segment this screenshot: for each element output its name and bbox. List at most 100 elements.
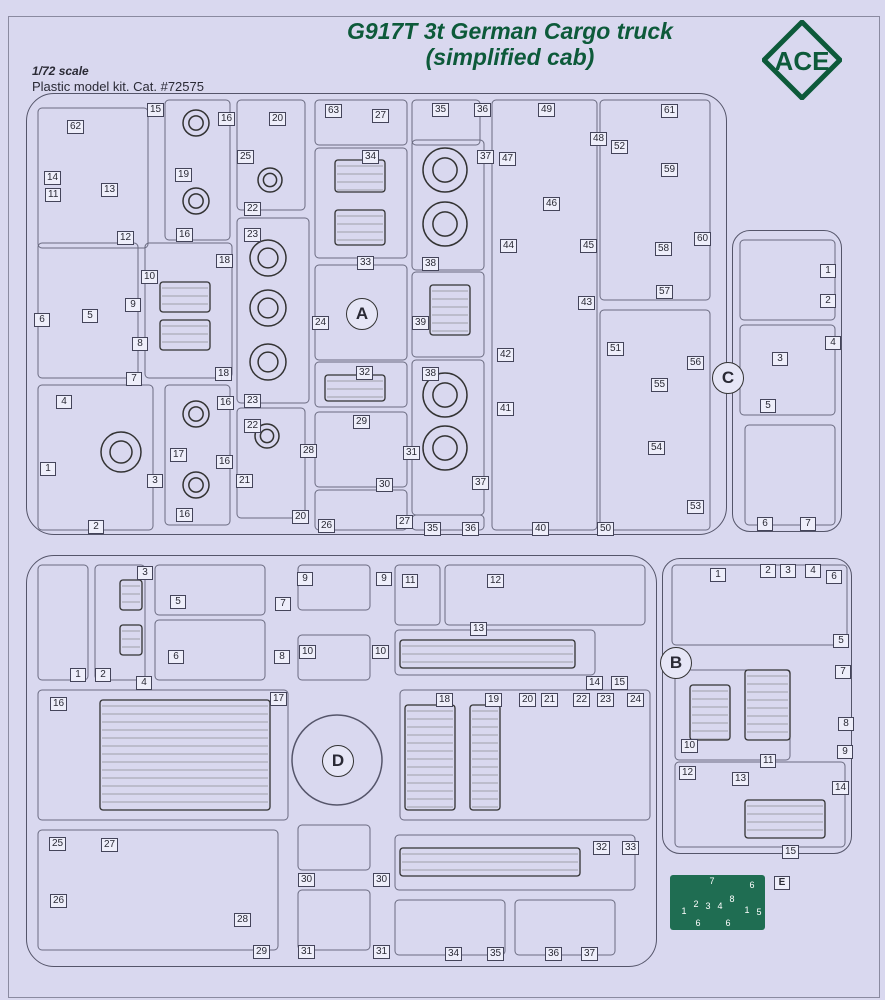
sprue-d-letter: D: [322, 745, 354, 777]
wheel-part: [109, 440, 133, 464]
sprue-cell: [411, 139, 485, 271]
part-number-label: 33: [357, 256, 375, 270]
part-number-label: 16: [50, 697, 68, 711]
scale-label: 1/72 scale: [32, 64, 89, 78]
part-number-label: 20: [269, 112, 287, 126]
part-number-label: 52: [611, 140, 629, 154]
part-number-label: 3: [137, 566, 153, 580]
part-number-label: 10: [372, 645, 390, 659]
part-number-label: 31: [373, 945, 391, 959]
part-number-label: 5: [82, 309, 98, 323]
part-number-label: 30: [376, 478, 394, 492]
part-number-label: 18: [436, 693, 454, 707]
part-number-label: 43: [578, 296, 596, 310]
part-number-label: 2: [820, 294, 836, 308]
sprue-d-hub: [291, 714, 383, 806]
part-number-label: 60: [694, 232, 712, 246]
part-number-label: 1: [710, 568, 726, 582]
part-number-label: 10: [681, 739, 699, 753]
part-number-label: 2: [760, 564, 776, 578]
part-number-label: 16: [218, 112, 236, 126]
sprue-d-frame: [26, 555, 657, 967]
part-number-label: 32: [593, 841, 611, 855]
part-number-label: 8: [132, 337, 148, 351]
part-number-label: 5: [833, 634, 849, 648]
panel-part: [159, 281, 211, 313]
part-number-label: 33: [622, 841, 640, 855]
part-number-label: 25: [237, 150, 255, 164]
part-number-label: 13: [732, 772, 750, 786]
title-line-1: G917T 3t German Cargo truck: [347, 18, 673, 44]
part-number-label: 50: [597, 522, 615, 536]
wheel-part: [254, 423, 280, 449]
part-number-label: 36: [545, 947, 563, 961]
part-number-label: 11: [402, 574, 419, 588]
part-number-label: 13: [470, 622, 488, 636]
sprue-cell: [37, 689, 289, 821]
wheel-part: [249, 239, 287, 277]
part-number-label: 29: [253, 945, 271, 959]
part-number-label: 20: [519, 693, 537, 707]
panel-part: [399, 639, 576, 669]
wheel-part: [432, 157, 458, 183]
panel-part: [99, 699, 271, 811]
part-number-label: 3: [705, 901, 711, 911]
instruction-sheet-border: [8, 16, 880, 998]
part-number-label: 11: [45, 188, 62, 202]
part-number-label: 8: [838, 717, 854, 731]
ace-logo: ACE: [762, 20, 842, 100]
sprue-cell: [314, 489, 408, 531]
part-number-label: 53: [687, 500, 705, 514]
sprue-cell: [599, 99, 711, 301]
panel-part: [469, 704, 501, 811]
part-number-label: 2: [95, 668, 111, 682]
sprue-cell: [394, 629, 596, 676]
wheel-part: [432, 435, 458, 461]
part-number-label: 27: [372, 109, 390, 123]
part-number-label: 3: [772, 352, 788, 366]
part-number-label: 26: [318, 519, 336, 533]
title-line-2: (simplified cab): [425, 44, 595, 70]
sprue-cell: [94, 564, 146, 681]
part-number-label: 27: [396, 515, 414, 529]
part-number-label: 42: [497, 348, 515, 362]
part-number-label: 14: [832, 781, 850, 795]
sprue-cell: [739, 324, 836, 416]
part-number-label: 6: [34, 313, 50, 327]
part-number-label: 7: [126, 372, 142, 386]
sprue-a-frame: [26, 93, 727, 535]
part-number-label: 57: [656, 285, 674, 299]
wheel-part: [432, 382, 458, 408]
part-number-label: 61: [661, 104, 679, 118]
part-number-label: 37: [477, 150, 495, 164]
part-number-label: 1: [681, 906, 687, 916]
part-number-label: 34: [445, 947, 463, 961]
part-number-label: 55: [651, 378, 669, 392]
part-number-label: 2: [88, 520, 104, 534]
part-number-label: 18: [216, 254, 234, 268]
panel-part: [399, 847, 581, 877]
part-number-label: 12: [117, 231, 135, 245]
part-number-label: 15: [611, 676, 629, 690]
part-number-label: 7: [835, 665, 851, 679]
sprue-cell: [297, 634, 371, 681]
part-number-label: 63: [325, 104, 343, 118]
wheel-part: [259, 428, 275, 444]
part-number-label: 25: [49, 837, 67, 851]
part-number-label: 3: [780, 564, 796, 578]
sprue-cell: [444, 564, 646, 626]
part-number-label: 15: [147, 103, 165, 117]
part-number-label: 49: [538, 103, 556, 117]
part-number-label: 36: [462, 522, 480, 536]
sprue-cell: [37, 107, 149, 249]
panel-part: [689, 684, 731, 741]
part-number-label: 56: [687, 356, 705, 370]
sprue-b-frame: [662, 558, 852, 854]
part-number-label: 12: [487, 574, 505, 588]
part-number-label: 14: [586, 676, 604, 690]
wheel-part: [422, 201, 468, 247]
part-number-label: 8: [729, 894, 735, 904]
wheel-part: [257, 351, 279, 373]
sprue-b-letter: B: [660, 647, 692, 679]
